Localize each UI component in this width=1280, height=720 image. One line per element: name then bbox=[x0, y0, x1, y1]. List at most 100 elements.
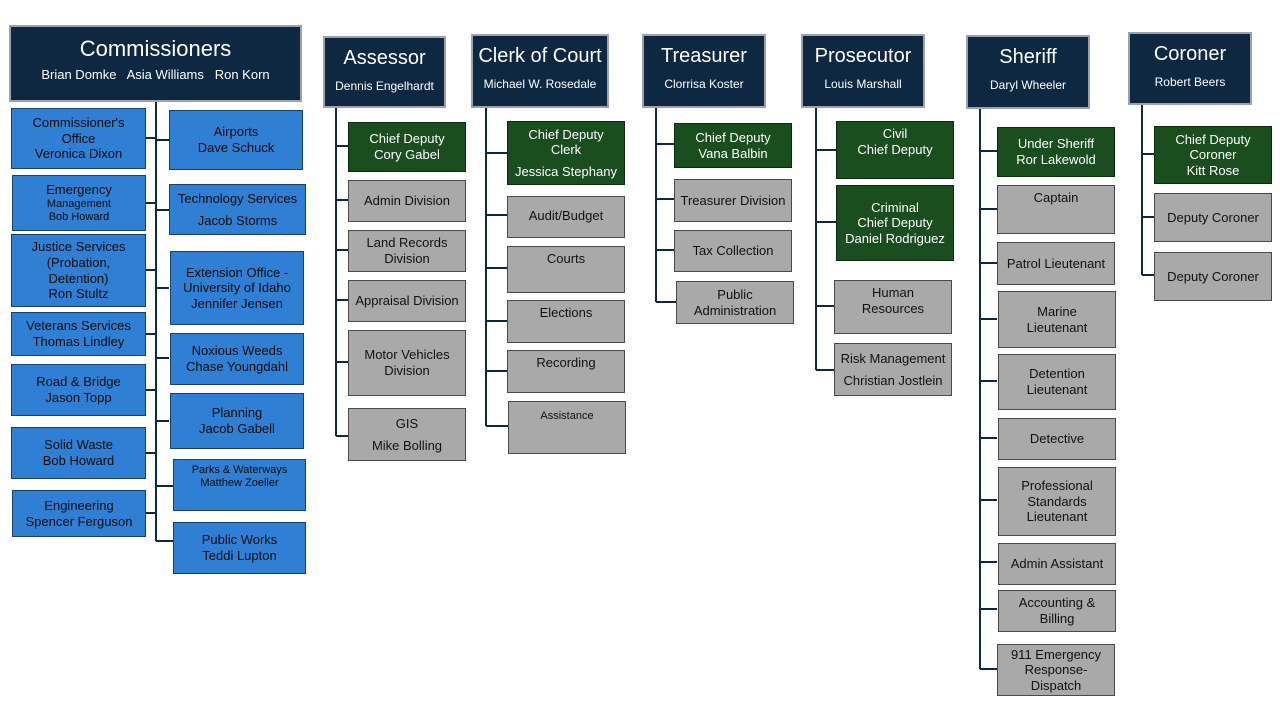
unit-label: GIS bbox=[395, 415, 419, 431]
clerk-header: Clerk of Court Michael W. Rosedale bbox=[471, 34, 609, 108]
unit-person: Veronica Dixon bbox=[34, 146, 123, 162]
unit-label: Division bbox=[384, 363, 430, 378]
treasurer-tax-collection: Tax Collection bbox=[674, 230, 792, 272]
coroner-title: Coroner bbox=[1153, 43, 1227, 65]
unit-extension-office: Extension Office - University of Idaho J… bbox=[170, 251, 304, 325]
unit-label: Detective bbox=[1029, 431, 1085, 447]
assessor-chief-deputy: Chief Deputy Cory Gabel bbox=[348, 122, 466, 172]
connector-sheriff bbox=[979, 108, 997, 670]
unit-label: Resources bbox=[861, 300, 925, 316]
unit-person: Jacob Storms bbox=[197, 212, 278, 228]
unit-label: Office bbox=[61, 130, 96, 146]
unit-person: Vana Balbin bbox=[698, 145, 768, 161]
unit-label: Justice Services bbox=[31, 239, 126, 255]
unit-person: Matthew Zoeller bbox=[200, 477, 279, 490]
unit-label: Appraisal Division bbox=[355, 293, 459, 309]
coroner-header: Coroner Robert Beers bbox=[1128, 32, 1252, 105]
unit-label: Chief Deputy bbox=[1175, 131, 1251, 147]
unit-label: Admin Assistant bbox=[1010, 556, 1104, 572]
unit-person: Mike Bolling bbox=[371, 437, 443, 453]
sheriff-detective: Detective bbox=[998, 418, 1116, 460]
sheriff-professional-standards: Professional Standards Lieutenant bbox=[998, 467, 1116, 536]
unit-label: Under Sheriff bbox=[1017, 136, 1095, 152]
unit-label: Audit/Budget bbox=[528, 208, 604, 223]
unit-label: 911 Emergency bbox=[1010, 646, 1102, 662]
unit-engineering: Engineering Spencer Ferguson bbox=[12, 490, 146, 537]
treasurer-header: Treasurer Clorrisa Koster bbox=[642, 34, 766, 108]
assessor-appraisal-division: Appraisal Division bbox=[348, 280, 466, 322]
unit-label: Commissioner's bbox=[32, 115, 125, 131]
unit-person: Jennifer Jensen bbox=[191, 295, 283, 311]
unit-public-works: Public Works Teddi Lupton bbox=[173, 522, 306, 574]
clerk-title: Clerk of Court bbox=[478, 45, 602, 67]
assessor-land-records-division: Land Records Division bbox=[348, 230, 466, 272]
unit-person: Thomas Lindley bbox=[32, 334, 125, 349]
coroner-name: Robert Beers bbox=[1154, 75, 1226, 89]
unit-person: Jessica Stephany bbox=[515, 163, 617, 179]
unit-label: Professional bbox=[1021, 478, 1093, 494]
unit-label: Parks & Waterways bbox=[191, 464, 288, 476]
unit-noxious-weeds: Noxious Weeds Chase Youngdahl bbox=[170, 333, 304, 385]
unit-label: Criminal bbox=[871, 199, 919, 215]
unit-technology-services: Technology Services Jacob Storms bbox=[169, 184, 306, 235]
prosecutor-human-resources: Human Resources bbox=[834, 280, 952, 334]
unit-label: Risk Management bbox=[840, 350, 946, 366]
unit-label: Chief Deputy bbox=[695, 129, 771, 145]
unit-label: Extension Office - bbox=[185, 264, 289, 280]
unit-person: Christian Jostlein bbox=[843, 372, 943, 388]
unit-label: Marine bbox=[1037, 303, 1077, 319]
unit-person: Cory Gabel bbox=[374, 147, 440, 162]
connector-clerk bbox=[485, 108, 508, 427]
prosecutor-title: Prosecutor bbox=[814, 45, 912, 67]
unit-parks-waterways: Parks & Waterways Matthew Zoeller bbox=[173, 459, 306, 511]
unit-label: Airports bbox=[213, 124, 259, 140]
assessor-gis: GIS Mike Bolling bbox=[348, 408, 466, 461]
unit-person: Ron Stultz bbox=[48, 286, 109, 302]
commissioners-header: Commissioners Brian Domke Asia Williams … bbox=[9, 25, 302, 102]
coroner-chief-deputy: Chief Deputy Coroner Kitt Rose bbox=[1154, 126, 1272, 184]
sheriff-marine-lieutenant: Marine Lieutenant bbox=[998, 291, 1116, 348]
assessor-motor-vehicles-division: Motor Vehicles Division bbox=[348, 330, 466, 396]
assessor-admin-division: Admin Division bbox=[348, 180, 466, 222]
unit-person: Jason Topp bbox=[45, 390, 112, 405]
prosecutor-name: Louis Marshall bbox=[824, 77, 902, 91]
clerk-elections: Elections bbox=[507, 300, 625, 343]
unit-label: Captain bbox=[1033, 190, 1079, 205]
unit-label: Recording bbox=[536, 355, 596, 370]
sheriff-911-dispatch: 911 Emergency Response- Dispatch bbox=[997, 644, 1115, 696]
sheriff-detention-lieutenant: Detention Lieutenant bbox=[998, 354, 1116, 410]
sheriff-under-sheriff: Under Sheriff Ror Lakewold bbox=[997, 127, 1115, 177]
unit-person: Kitt Rose bbox=[1186, 162, 1240, 178]
sheriff-header: Sheriff Daryl Wheeler bbox=[966, 35, 1090, 109]
unit-label: Chief Deputy bbox=[857, 141, 933, 157]
unit-label: Land Records bbox=[366, 235, 448, 251]
unit-label: Human bbox=[872, 285, 914, 300]
unit-label: Lieutenant bbox=[1026, 319, 1088, 335]
connector-assessor bbox=[335, 108, 349, 437]
prosecutor-header: Prosecutor Louis Marshall bbox=[801, 34, 925, 108]
clerk-assistance: Assistance bbox=[508, 401, 626, 454]
unit-label: Veterans Services bbox=[26, 318, 131, 334]
unit-label: Deputy Coroner bbox=[1167, 268, 1259, 284]
unit-label: Standards bbox=[1027, 493, 1087, 509]
clerk-chief-deputy: Chief Deputy Clerk Jessica Stephany bbox=[507, 121, 625, 185]
treasurer-public-administration: Public Administration bbox=[676, 281, 794, 324]
treasurer-name: Clorrisa Koster bbox=[664, 77, 744, 91]
unit-person: Bob Howard bbox=[42, 453, 115, 468]
sheriff-name: Daryl Wheeler bbox=[989, 78, 1067, 92]
unit-label: Tax Collection bbox=[692, 243, 774, 259]
sheriff-accounting-billing: Accounting & Billing bbox=[998, 590, 1116, 632]
unit-person: Ror Lakewold bbox=[1016, 152, 1096, 167]
unit-label: Detention) bbox=[48, 270, 109, 286]
unit-label: Emergency bbox=[46, 182, 112, 198]
unit-label: Public Works bbox=[201, 532, 278, 548]
unit-label: Planning bbox=[211, 405, 263, 421]
unit-label: Patrol Lieutenant bbox=[1006, 255, 1106, 271]
connector-commissioners-right bbox=[156, 139, 173, 542]
unit-label: Response- bbox=[1024, 662, 1088, 678]
unit-emergency-management: Emergency Management Bob Howard bbox=[12, 175, 146, 231]
unit-label: Chief Deputy bbox=[528, 126, 604, 142]
unit-commissioners-office: Commissioner's Office Veronica Dixon bbox=[11, 108, 146, 169]
unit-label: Detention bbox=[1029, 366, 1085, 382]
